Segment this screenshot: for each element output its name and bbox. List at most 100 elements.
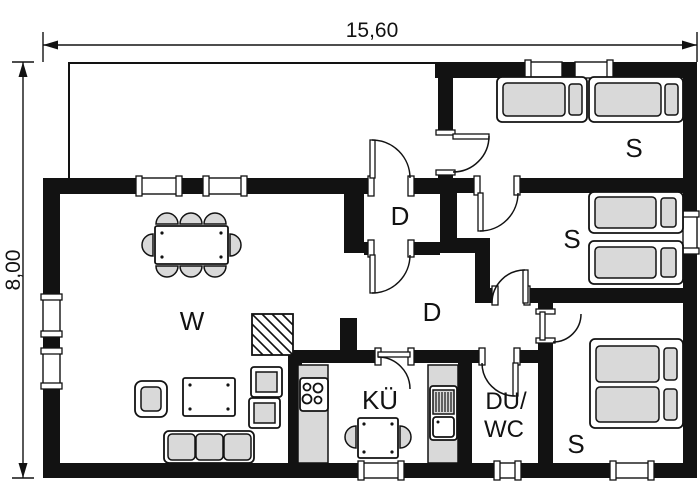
- window-glass: [42, 351, 61, 386]
- window-jamb: [40, 330, 63, 338]
- wall-segment: [517, 463, 614, 478]
- coffee-table: [182, 377, 236, 417]
- arrow-right-icon: [682, 40, 697, 50]
- room-labels: W D D KÜ DU/ WC S S S: [180, 133, 643, 459]
- burner-icon: [302, 382, 312, 392]
- table-dot: [390, 450, 394, 454]
- table-dot: [160, 231, 164, 235]
- room-label-living: W: [180, 306, 205, 336]
- wall-segment: [475, 288, 495, 303]
- door-swing-arc: [491, 269, 526, 304]
- wall-segment: [650, 463, 697, 478]
- window-glass: [361, 462, 401, 479]
- terrace-outline: [68, 62, 438, 178]
- door-swing-arc: [552, 313, 582, 343]
- pillow: [568, 83, 583, 116]
- sink-basin: [432, 416, 455, 438]
- window-jamb: [397, 460, 405, 481]
- door-swing-arc: [371, 254, 411, 294]
- dining-chair: [155, 212, 179, 225]
- door-swing-arc: [479, 192, 519, 232]
- dining-chair: [229, 233, 242, 257]
- pillow: [660, 247, 677, 278]
- table-dot: [219, 255, 223, 259]
- sideboard-top: [253, 402, 276, 424]
- kitchen-furniture: [297, 364, 459, 464]
- window-jamb: [40, 382, 63, 390]
- window-jamb: [514, 460, 522, 481]
- wall-segment: [43, 385, 60, 463]
- table-dot: [226, 383, 230, 387]
- arrow-down-icon: [18, 463, 28, 478]
- window-jamb: [609, 460, 617, 481]
- table-dot: [362, 450, 366, 454]
- wall-segment: [412, 242, 440, 255]
- sofa-cushion: [223, 433, 252, 461]
- dimension-width-label: 15,60: [346, 19, 399, 42]
- table-dot: [362, 422, 366, 426]
- dining-chair: [179, 212, 203, 225]
- window-glass: [42, 297, 61, 334]
- wall-segment: [528, 288, 683, 303]
- drainboard-stripes: [435, 392, 452, 412]
- door-jamb: [478, 347, 486, 366]
- kitchen-chair: [399, 425, 412, 449]
- door-swing-arc: [371, 139, 411, 179]
- dining-chair: [155, 265, 179, 278]
- door-leaf: [477, 192, 484, 232]
- dimension-height-label: 8,00: [2, 250, 25, 291]
- door-leaf: [377, 351, 411, 358]
- windows: [40, 59, 700, 481]
- mattress: [502, 82, 566, 117]
- wall-segment: [438, 62, 453, 133]
- dimension-top: 15,60: [42, 19, 698, 62]
- wall-segment: [288, 350, 378, 363]
- pillow: [663, 388, 678, 421]
- arrow-left-icon: [43, 40, 58, 50]
- table-dot: [390, 422, 394, 426]
- window-jamb: [40, 347, 63, 355]
- door-leaf: [539, 311, 546, 341]
- table-dot: [219, 231, 223, 235]
- wall-segment: [518, 350, 538, 363]
- wall-segment: [613, 62, 697, 78]
- door-jamb: [513, 175, 521, 196]
- burner-icon: [313, 395, 323, 405]
- burner-icon: [301, 393, 313, 405]
- room-label-hallway: D: [423, 297, 442, 327]
- room-label-shower-wc-line1: DU/: [485, 388, 527, 415]
- door-swing-arc: [452, 135, 490, 173]
- window-jamb: [647, 460, 655, 481]
- wall-segment: [438, 172, 453, 193]
- pillow: [664, 83, 679, 116]
- room-label-bedroom-top: S: [625, 133, 642, 163]
- dining-chair: [141, 233, 154, 257]
- wall-segment: [683, 62, 697, 215]
- window-jamb: [357, 460, 365, 481]
- door-leaf: [452, 133, 490, 140]
- table-dot: [188, 383, 192, 387]
- mattress: [594, 196, 657, 229]
- doors: [367, 129, 582, 397]
- mattress: [594, 82, 662, 117]
- wall-segment: [43, 178, 140, 194]
- wall-segment: [683, 250, 697, 478]
- sink-drain: [436, 420, 440, 424]
- wall-segment: [43, 333, 60, 352]
- dimension-left: 8,00: [2, 61, 34, 479]
- living-room-furniture: [134, 212, 294, 464]
- window-jamb: [135, 175, 143, 197]
- wall-segment: [43, 178, 60, 298]
- sofa-cushion: [167, 433, 196, 461]
- window-jamb: [40, 293, 63, 301]
- window-glass: [682, 214, 698, 251]
- window-glass: [206, 177, 244, 195]
- window-glass: [529, 61, 563, 79]
- kitchen-chair: [344, 425, 357, 449]
- table-dot: [160, 255, 164, 259]
- room-label-bedroom-middle: S: [563, 224, 580, 254]
- room-label-shower-wc-line2: WC: [484, 416, 524, 443]
- room-label-kitchen: KÜ: [362, 385, 398, 415]
- wall-segment: [458, 363, 472, 463]
